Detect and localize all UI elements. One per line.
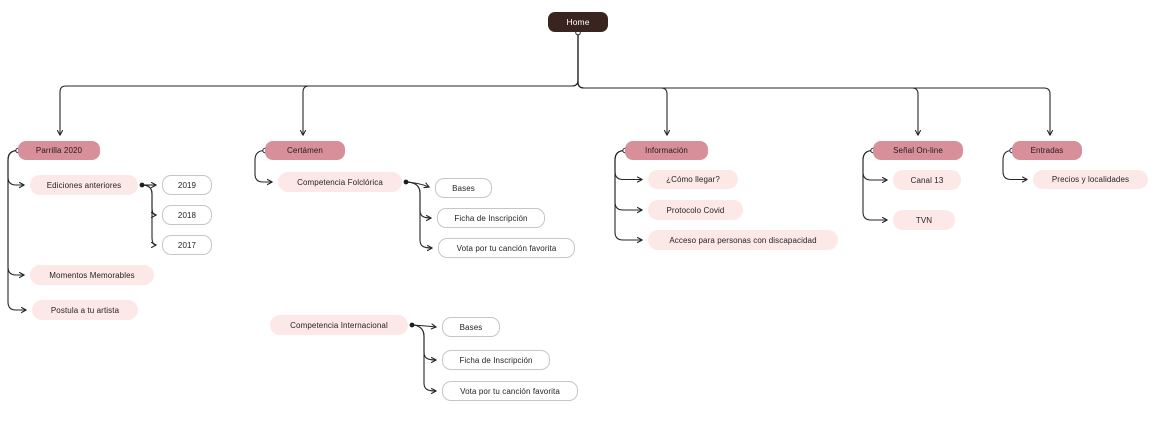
connector-home-entradas <box>577 32 1050 136</box>
node-label: Bases <box>452 183 475 193</box>
connector-senal-tvn <box>862 149 887 221</box>
node-label: Señal On-line <box>893 146 943 155</box>
node-label: ¿Cómo llegar? <box>666 175 720 184</box>
node-label: Vota por tu canción favorita <box>460 386 560 396</box>
node-label: Postula a tu artista <box>50 305 120 315</box>
connector-internacional-vota <box>411 324 436 391</box>
connector-entradas-precios <box>1002 149 1027 180</box>
node-label: Ficha de Inscripción <box>459 355 533 365</box>
node-2017[interactable]: 2017 <box>162 235 212 255</box>
node-protocolo-covid[interactable]: Protocolo Covid <box>648 200 743 220</box>
node-label: Vota por tu canción favorita <box>456 243 557 253</box>
node-senal-online[interactable]: Señal On-line <box>873 141 963 160</box>
node-label: TVN <box>915 215 933 225</box>
connector-certamen-folclorica <box>254 149 272 183</box>
node-competencia-internacional[interactable]: Competencia Internacional <box>270 315 408 335</box>
connector-parrilla-momentos <box>7 149 24 276</box>
node-label: Información <box>645 146 688 155</box>
connector-home-senal <box>577 32 918 136</box>
port-ediciones-right <box>139 182 145 188</box>
node-acceso-discapacidad[interactable]: Acceso para personas con discapacidad <box>648 230 838 250</box>
node-certamen[interactable]: Certámen <box>265 141 345 160</box>
node-entradas[interactable]: Entradas <box>1012 141 1082 160</box>
node-label: Acceso para personas con discapacidad <box>669 235 817 245</box>
port-folclorica-right <box>403 179 409 185</box>
node-label: Competencia Internacional <box>290 320 388 330</box>
connector-home-informacion <box>577 32 667 136</box>
node-canal-13[interactable]: Canal 13 <box>893 170 961 190</box>
node-parrilla-2020[interactable]: Parrilla 2020 <box>18 141 100 160</box>
node-folclorica-vota-cancion[interactable]: Vota por tu canción favorita <box>438 238 575 258</box>
node-postula-a-tu-artista[interactable]: Postula a tu artista <box>32 300 138 320</box>
node-internacional-vota-cancion[interactable]: Vota por tu canción favorita <box>442 381 578 401</box>
connector-folclorica-vota <box>405 181 432 248</box>
connector-ediciones-2017 <box>141 184 156 245</box>
connector-home-certamen <box>303 32 579 136</box>
connector-informacion-acceso <box>614 149 642 241</box>
node-folclorica-ficha-de-inscripcion[interactable]: Ficha de Inscripción <box>437 208 545 228</box>
node-tvn[interactable]: TVN <box>893 210 955 230</box>
node-label: Certámen <box>287 146 323 155</box>
node-como-llegar[interactable]: ¿Cómo llegar? <box>648 170 738 189</box>
node-label: 2018 <box>177 210 197 220</box>
node-ediciones-anteriores[interactable]: Ediciones anteriores <box>30 175 138 195</box>
node-folclorica-bases[interactable]: Bases <box>435 178 492 198</box>
node-label: Bases <box>459 322 483 332</box>
node-label: Entradas <box>1030 146 1064 155</box>
node-informacion[interactable]: Información <box>625 141 708 160</box>
node-label: Ficha de Inscripción <box>454 213 528 223</box>
connector-ediciones-2018 <box>141 184 156 215</box>
node-internacional-ficha-de-inscripcion[interactable]: Ficha de Inscripción <box>442 350 550 370</box>
node-label: Precios y localidades <box>1051 175 1130 184</box>
node-label: Competencia Folclórica <box>297 177 383 187</box>
node-2018[interactable]: 2018 <box>162 205 212 225</box>
node-label: Protocolo Covid <box>666 205 725 215</box>
node-precios-y-localidades[interactable]: Precios y localidades <box>1033 170 1148 189</box>
node-label: 2019 <box>177 180 197 190</box>
node-label: Ediciones anteriores <box>46 180 122 190</box>
node-label: Momentos Memorables <box>49 270 135 280</box>
node-label: 2017 <box>177 240 197 250</box>
connector-parrilla-postula <box>7 149 26 311</box>
connector-home-parrilla <box>60 32 579 136</box>
node-competencia-folclorica[interactable]: Competencia Folclórica <box>278 172 402 192</box>
port-internacional-right <box>409 322 415 328</box>
node-label: Canal 13 <box>910 175 944 185</box>
node-label: Parrilla 2020 <box>35 146 83 155</box>
node-2019[interactable]: 2019 <box>162 175 212 195</box>
node-internacional-bases[interactable]: Bases <box>442 317 500 337</box>
node-home[interactable]: Home <box>548 12 608 32</box>
node-momentos-memorables[interactable]: Momentos Memorables <box>30 265 154 285</box>
node-label: Home <box>566 17 590 27</box>
